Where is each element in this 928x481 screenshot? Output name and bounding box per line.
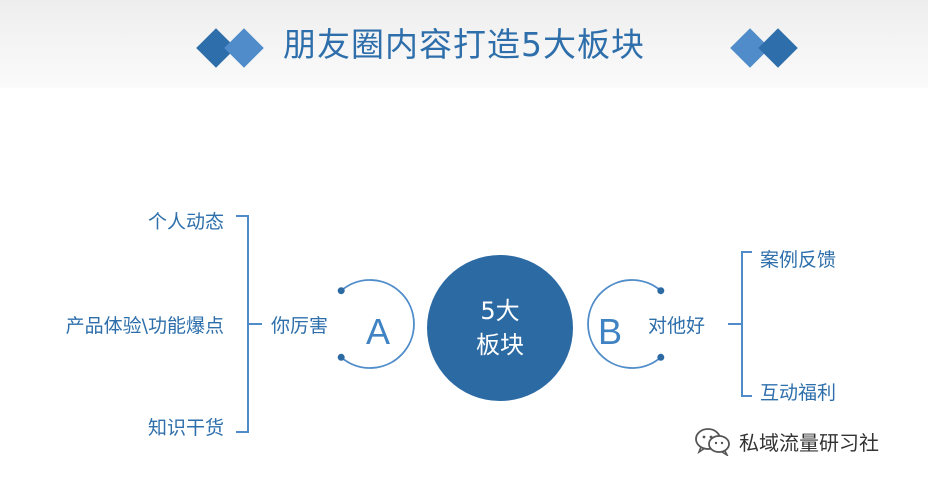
left-group-label: 你厉害 [271, 315, 329, 337]
group-letter-b: B [598, 311, 623, 352]
center-circle: 5大 板块 [427, 255, 573, 401]
circle-a-dot-top [337, 287, 345, 295]
watermark: 私域流量研习社 [693, 425, 879, 457]
right-item-interaction-benefits: 互动福利 [760, 382, 837, 404]
circle-a-dot-bottom [337, 353, 345, 361]
page-title: 朋友圈内容打造5大板块 [283, 25, 645, 64]
left-bracket [236, 215, 249, 433]
right-group-label: 对他好 [648, 315, 706, 337]
center-line-2: 板块 [476, 331, 524, 359]
center-line-1: 5大 [480, 297, 520, 325]
left-item-product-experience: 产品体验\功能爆点 [65, 315, 224, 337]
circle-b-arc [587, 279, 662, 369]
wechat-icon [695, 428, 730, 456]
watermark-text: 私域流量研习社 [739, 430, 879, 455]
circle-b-dot-top [657, 287, 665, 295]
left-item-personal-updates: 个人动态 [147, 211, 224, 233]
circle-a-arc [340, 279, 415, 369]
group-letter-a: A [366, 311, 391, 352]
right-bracket [741, 251, 752, 397]
circle-b-dot-bottom [657, 353, 665, 361]
left-item-knowledge: 知识干货 [147, 417, 224, 439]
right-item-case-feedback: 案例反馈 [760, 249, 837, 271]
